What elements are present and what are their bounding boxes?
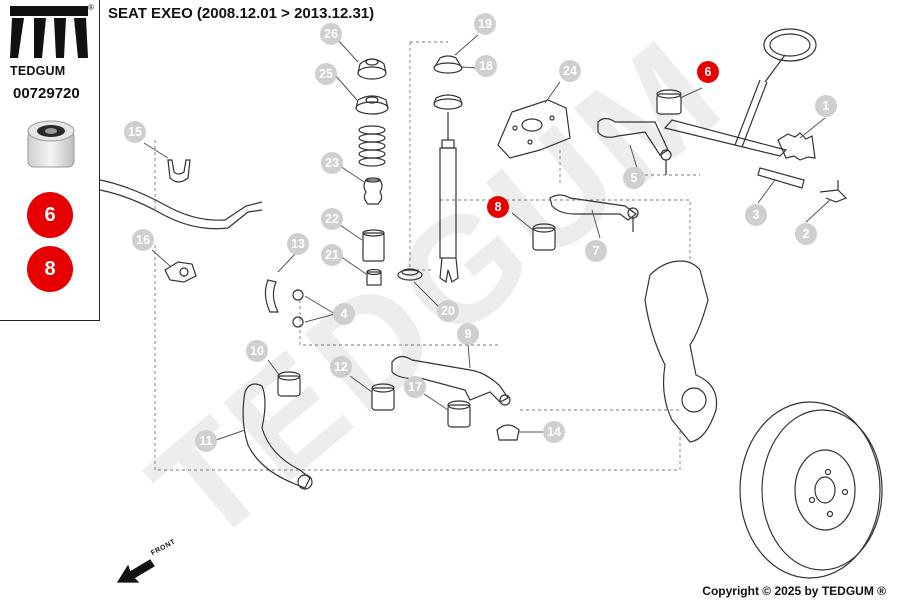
link-bush-16 [164,261,197,283]
callout-3: 3 [745,204,767,226]
lower-arm-9 [391,355,511,406]
callout-9: 9 [457,323,479,345]
dust-boot-22 [362,229,385,262]
product-sidebar: ® TEDGUM 00729720 6 8 [0,0,100,321]
upper-arm-5 [597,117,672,175]
callout-20: 20 [437,300,459,322]
position-badge-8: 8 [27,246,73,292]
stabilizer-bar [99,179,263,230]
top-mount-cap-26 [357,58,387,80]
spring-pad-19 [433,55,463,74]
callout-24: 24 [559,60,581,82]
callout-7: 7 [585,240,607,262]
callout-17: 17 [404,376,426,398]
upper-arm-7 [549,194,639,232]
bush-17 [447,400,471,428]
callout-6: 6 [697,61,719,83]
lower-arm-11 [242,383,313,490]
brand-name: TEDGUM [10,64,66,78]
callout-23: 23 [321,152,343,174]
callout-26: 26 [320,23,342,45]
callout-25: 25 [315,63,337,85]
shock-absorber [439,112,459,284]
nuts-4 [292,289,304,328]
strut-mount-25 [355,95,389,115]
copyright-text: Copyright © 2025 by TEDGUM ® [702,584,886,598]
bump-stop-23 [363,177,383,205]
link-13 [264,279,279,313]
front-arrow-icon [116,559,155,583]
clamp-15 [167,159,191,183]
callout-5: 5 [623,167,645,189]
strut-tower-24 [497,99,571,159]
bush-12 [371,383,395,411]
registered-mark: ® [88,3,94,12]
callout-16: 16 [132,229,154,251]
spring-seat-18 [433,94,463,110]
callout-12: 12 [330,356,352,378]
dashed-leaders [154,41,700,471]
coil-spring [358,125,386,167]
bush-6 [656,89,682,115]
tie-rod-3 [757,167,805,189]
small-bush-21 [366,268,382,286]
callout-18: 18 [475,55,497,77]
callout-8: 8 [487,196,509,218]
steering-rack [663,28,817,157]
callout-10: 10 [246,340,268,362]
bush-8 [532,223,556,251]
boot-14 [496,424,520,441]
position-badge-6: 6 [27,192,73,238]
callout-leaders [143,34,831,441]
callout-4: 4 [333,303,355,325]
callout-15: 15 [124,121,146,143]
callout-2: 2 [795,223,817,245]
wheel-tire [739,401,883,579]
part-number: 00729720 [13,85,80,102]
callout-21: 21 [321,244,343,266]
bush-10 [277,371,301,397]
tedgum-logo-icon [10,6,88,58]
bushing-thumbnail [27,120,75,168]
callout-14: 14 [543,421,565,443]
callout-19: 19 [474,13,496,35]
steering-knuckle [644,260,718,443]
lower-pad-20 [397,268,423,281]
vehicle-title: SEAT EXEO (2008.12.01 > 2013.12.31) [108,5,375,22]
callout-1: 1 [815,95,837,117]
callout-13: 13 [287,233,309,255]
callout-11: 11 [195,430,217,452]
rack-boot-1 [777,132,816,161]
callout-22: 22 [321,208,343,230]
tie-rod-end-2 [819,180,848,203]
